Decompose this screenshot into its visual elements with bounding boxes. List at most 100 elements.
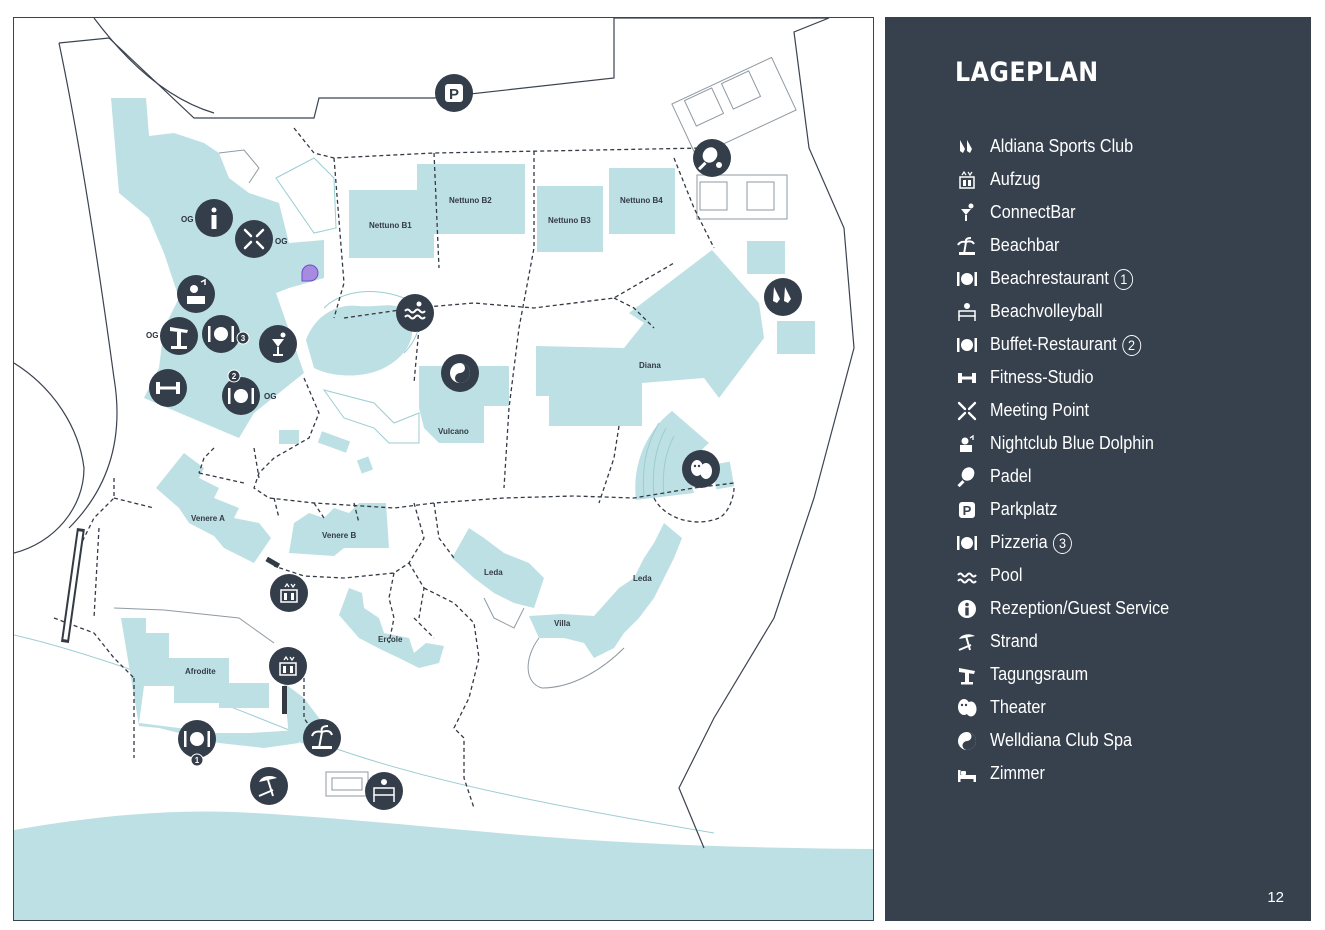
legend-item-label: Welldiana Club Spa [990, 730, 1132, 750]
main-building [111, 98, 324, 438]
meeting-point-icon[interactable] [235, 220, 273, 258]
restaurant-icon[interactable] [202, 315, 240, 353]
info-icon [957, 599, 977, 619]
beachvolleyball-court [325, 771, 369, 797]
venere-a-building [156, 453, 271, 563]
vulcano-building [419, 366, 509, 443]
site-map: Nettuno B1 Nettuno B2 Nettuno B3 Nettuno… [13, 17, 874, 921]
label-villa: Villa [554, 619, 571, 628]
og-label: OG [146, 331, 158, 340]
legend-item: Aldiana Sports Club [957, 130, 1189, 163]
diana-building [536, 250, 764, 426]
site-boundary [58, 18, 855, 849]
legend-title: LAGEPLAN [955, 57, 1099, 88]
venere-b-building [289, 503, 389, 556]
dj-icon[interactable] [177, 275, 215, 313]
leda-building-middle [452, 528, 544, 608]
theater-masks-icon[interactable] [682, 450, 720, 488]
legend-item: Pool [957, 559, 1189, 592]
legend-item: Beachbar [957, 229, 1189, 262]
legend-item-number-badge: 3 [1053, 532, 1072, 554]
label-venere-a: Venere A [191, 514, 225, 523]
legend-item: ConnectBar [957, 196, 1189, 229]
cocktail-icon [957, 203, 977, 223]
label-leda-1: Leda [484, 568, 503, 577]
legend-item-label: Tagungsraum [990, 664, 1089, 684]
legend-item-label: Theater [990, 697, 1046, 717]
legend-item-number-badge: 1 [1114, 268, 1134, 290]
theater-masks-icon [957, 698, 977, 718]
spa-yin-yang-icon[interactable] [441, 354, 479, 392]
label-nettuno-b3: Nettuno B3 [548, 216, 591, 225]
padel-icon[interactable] [693, 139, 731, 177]
label-nettuno-b2: Nettuno B2 [449, 196, 492, 205]
legend-item-label: Beachbar [990, 235, 1060, 255]
legend-item: P Parkplatz [957, 493, 1189, 526]
pool-icon[interactable] [396, 294, 434, 332]
legend-item-label: Padel [990, 466, 1032, 486]
badge-one: 1 [195, 756, 200, 765]
restaurant-icon [957, 269, 977, 289]
legend-item: Padel [957, 460, 1189, 493]
beachvolleyball-icon[interactable] [365, 772, 403, 810]
beachvolleyball-icon [957, 302, 977, 322]
restaurant-icon [957, 335, 977, 355]
beach-umbrella-icon [957, 632, 977, 652]
restaurant-icon[interactable] [222, 377, 260, 415]
og-label: OG [181, 215, 193, 224]
beach-umbrella-icon[interactable] [250, 767, 288, 805]
legend-item: Nightclub Blue Dolphin [957, 427, 1189, 460]
elevator-icon [957, 170, 977, 190]
restaurant-icon[interactable] [178, 720, 216, 758]
nettuno-b3-building [537, 186, 603, 252]
label-ercole: Ercole [378, 635, 403, 644]
legend-item-label: Beachvolleyball [990, 301, 1103, 321]
pool-icon [957, 566, 977, 586]
location-marker-icon [301, 264, 319, 282]
og-label: OG [264, 392, 276, 401]
page-number: 12 [1267, 889, 1284, 906]
lectern-icon[interactable] [160, 317, 198, 355]
elevator-icon[interactable] [270, 574, 308, 612]
label-leda-2: Leda [633, 574, 652, 583]
sports-club-icon [957, 137, 977, 157]
padel-icon [957, 466, 977, 487]
cocktail-icon[interactable] [259, 325, 297, 363]
legend-item: Beachvolleyball [957, 295, 1189, 328]
dumbbell-icon [957, 368, 977, 388]
leda-building-right [529, 523, 682, 658]
legend-item-label: Aufzug [990, 169, 1041, 189]
beachbar-icon[interactable] [303, 719, 341, 757]
walkways [53, 127, 735, 809]
info-icon[interactable] [195, 199, 233, 237]
legend-item-label: Zimmer [990, 763, 1045, 783]
legend-item: Aufzug [957, 163, 1189, 196]
afrodite-building [121, 618, 299, 748]
parking-icon: P [957, 500, 977, 520]
legend-item-label: Pool [990, 565, 1023, 585]
label-venere-b: Venere B [322, 531, 356, 540]
legend-item: Rezeption/Guest Service [957, 592, 1189, 625]
spa-yin-yang-icon [957, 731, 977, 751]
sports-club-icon[interactable] [764, 278, 802, 316]
legend-item: Theater [957, 691, 1189, 724]
label-nettuno-b1: Nettuno B1 [369, 221, 412, 230]
parking-icon[interactable]: P [435, 74, 473, 112]
legend-item-label: Rezeption/Guest Service [990, 598, 1170, 618]
legend-item: Welldiana Club Spa [957, 724, 1189, 757]
legend-item-label: Fitness-Studio [990, 367, 1094, 387]
beachbar-icon [957, 236, 977, 256]
legend-item-label: Parkplatz [990, 499, 1058, 519]
dumbbell-icon[interactable] [149, 369, 187, 407]
elevator-icon[interactable] [269, 647, 307, 685]
legend-item-label: Nightclub Blue Dolphin [990, 433, 1154, 453]
badge-three: 3 [241, 334, 246, 343]
lectern-icon [957, 665, 977, 685]
